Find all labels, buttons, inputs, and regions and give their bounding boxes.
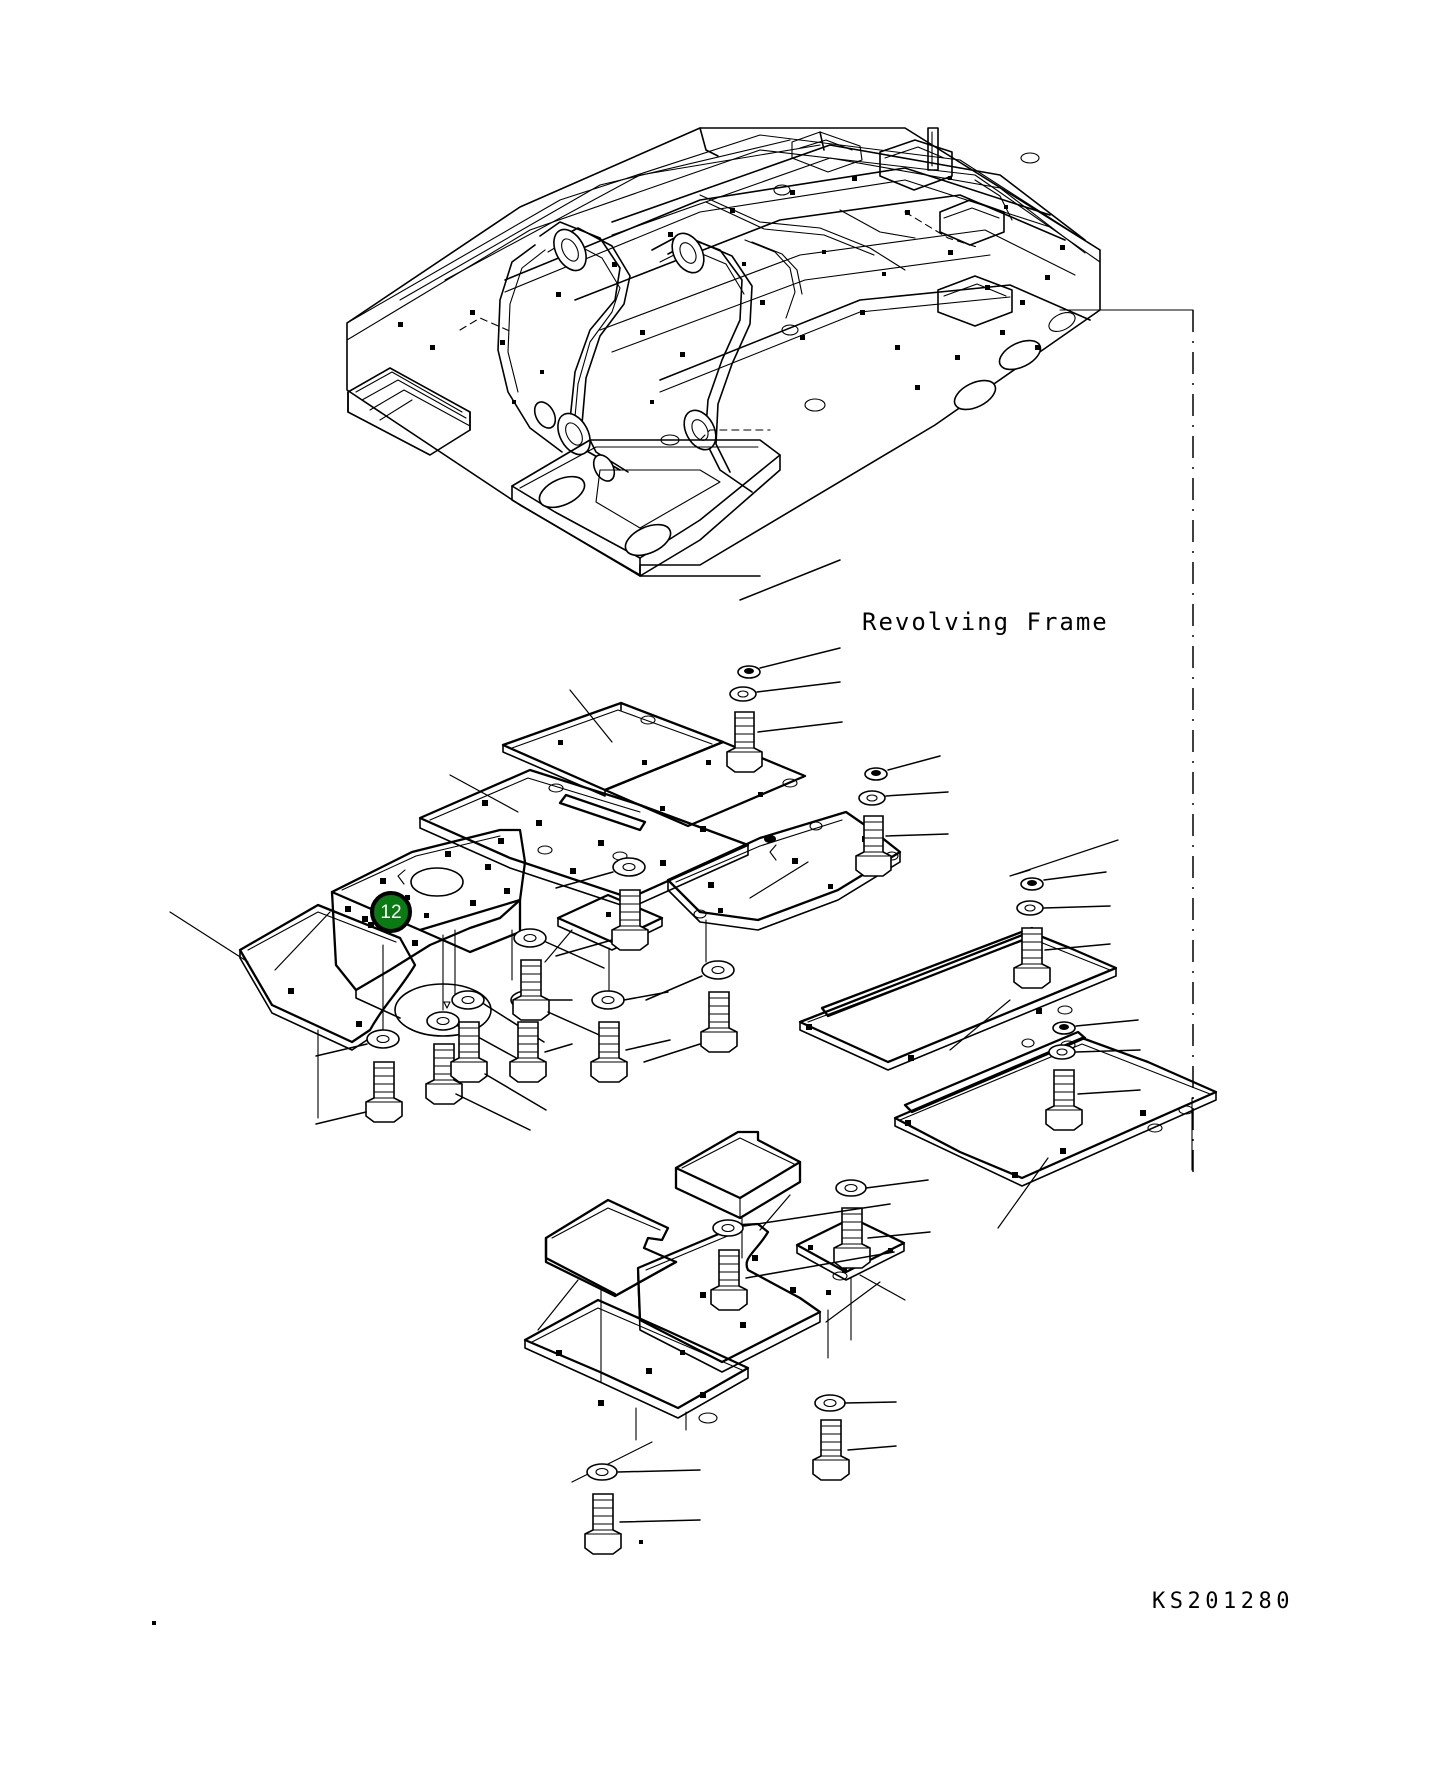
exploded-parts-view — [169, 689, 1218, 1483]
fastener-stack-o — [584, 1463, 701, 1555]
fastener-stack-b — [855, 755, 949, 877]
fastener-stack-n — [710, 1203, 895, 1311]
fastener-stack-k — [1009, 839, 1119, 989]
fastener-stack-m — [833, 1179, 931, 1269]
registration-tick-2 — [639, 1540, 643, 1544]
fastener-stack-e — [450, 990, 547, 1111]
revolving-frame-assembly — [346, 127, 1101, 577]
fastener-stack-h — [555, 857, 649, 957]
revolving-frame-label: Revolving Frame — [862, 608, 1109, 636]
fastener-stack-j — [643, 960, 738, 1063]
fastener-stack-c — [315, 1029, 403, 1125]
frame-label-leader — [639, 559, 841, 601]
fastener-stack-i — [590, 990, 671, 1083]
fastener-stack-l — [1045, 1019, 1141, 1131]
fastener-stack-p — [812, 1394, 897, 1481]
drawing-number: KS201280 — [1152, 1589, 1294, 1614]
fasteners-group — [315, 647, 1141, 1555]
callout-marker-12[interactable]: 12 — [370, 891, 412, 933]
fastener-stack-g — [512, 928, 607, 1039]
registration-tick — [152, 1621, 156, 1625]
fastener-stack-a — [726, 647, 843, 773]
